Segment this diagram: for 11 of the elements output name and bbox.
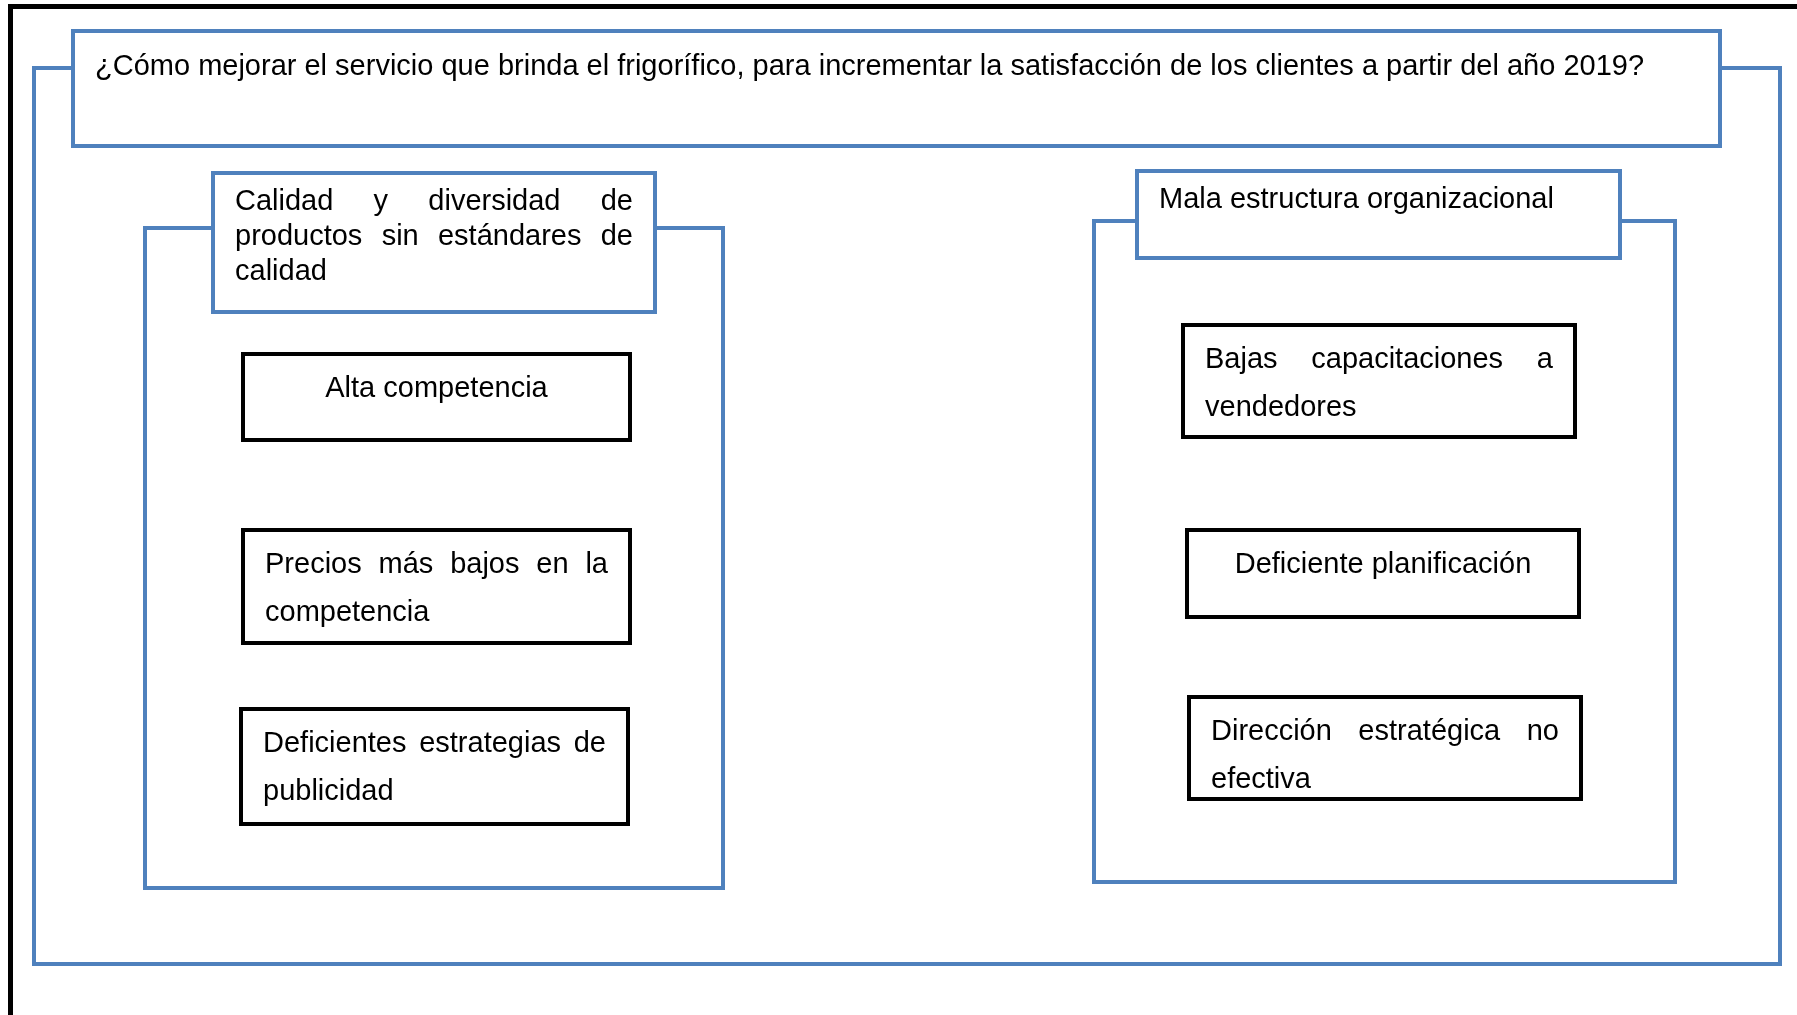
category-panel bbox=[1092, 169, 1677, 884]
box-text: Mala estructura organizacional bbox=[1159, 181, 1555, 216]
cause-box: Deficiente planificación bbox=[1185, 528, 1581, 619]
cause-box: Alta competencia bbox=[241, 352, 632, 442]
cause-box: Deficientes estrategias de publicidad bbox=[239, 707, 630, 826]
cause-box: Bajas capacitaciones a vendedores bbox=[1181, 323, 1577, 439]
category-panel bbox=[143, 171, 725, 890]
cause-box: Precios más bajos en la competencia bbox=[241, 528, 632, 645]
box-text: ¿Cómo mejorar el servicio que brinda el frigorífico, para incrementar la satisfacción de los clientes a partir del año 2019? bbox=[95, 49, 1646, 83]
box-text: Calidad y diversidad de productos sin estándares de calidad bbox=[235, 183, 633, 288]
cause-box: Dirección estratégica no efectiva bbox=[1187, 695, 1583, 801]
